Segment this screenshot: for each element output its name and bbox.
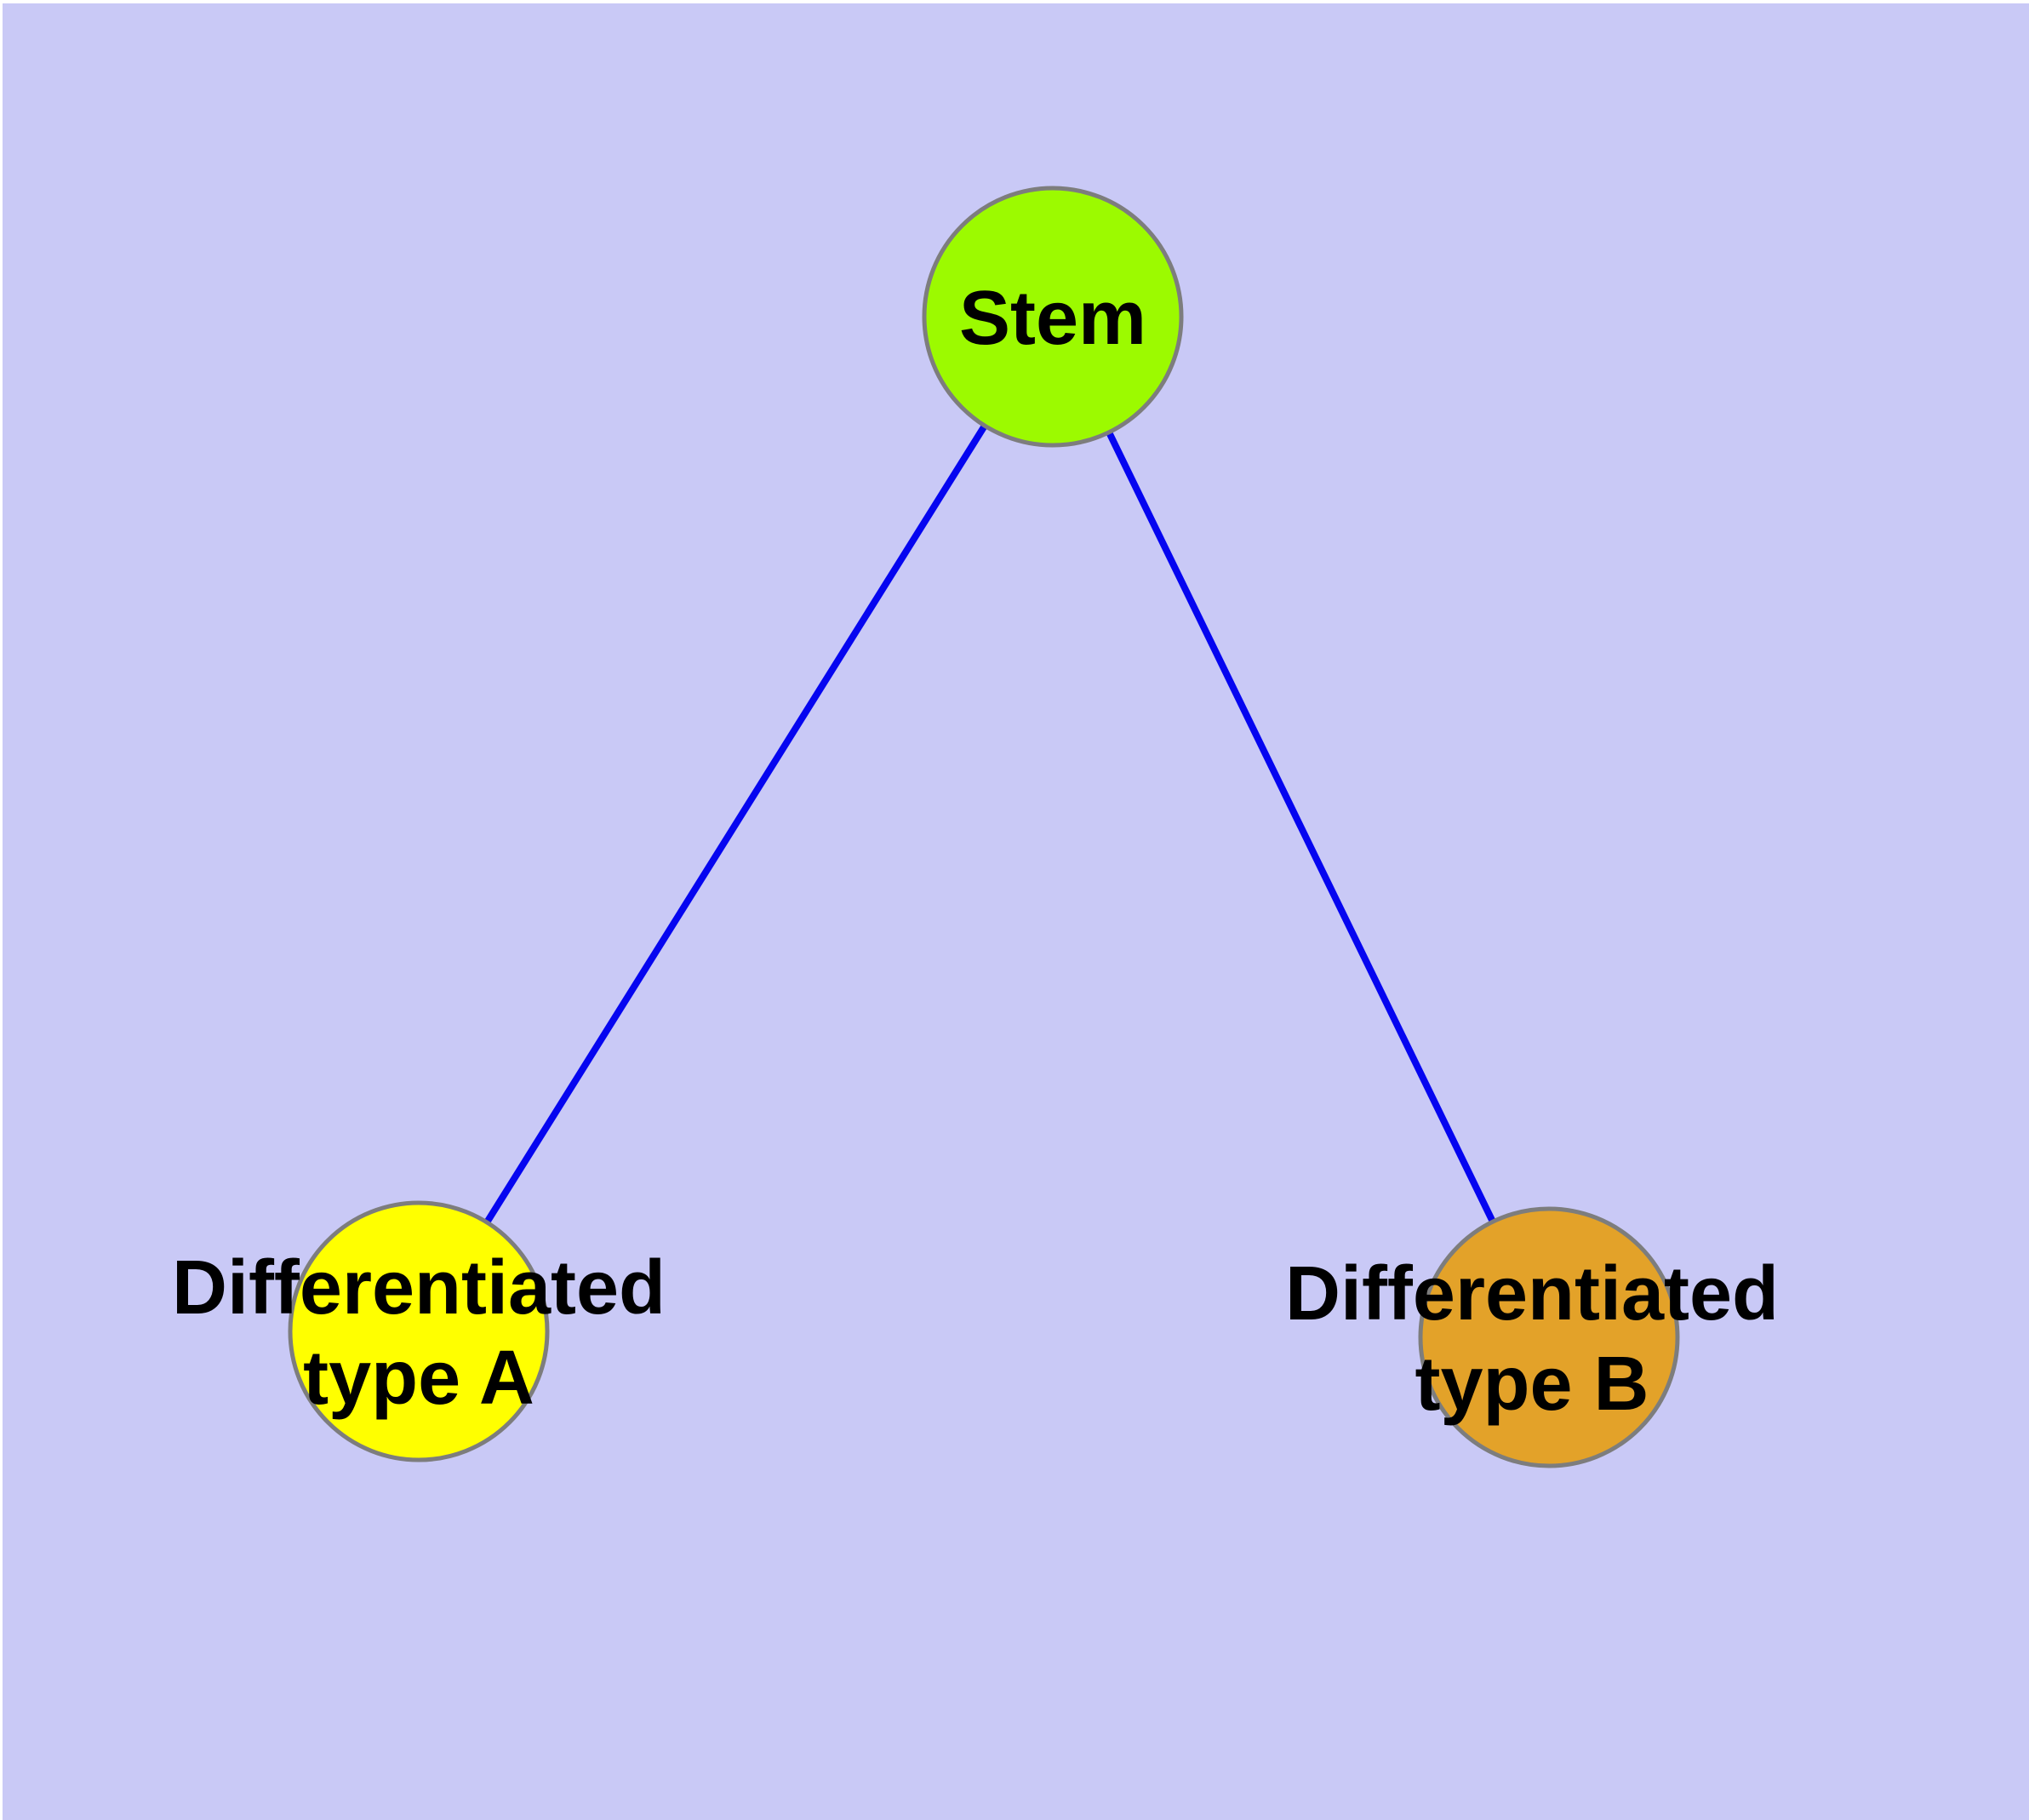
node-label-line: Differentiated (1285, 1251, 1779, 1336)
node-label-line: type B (1415, 1342, 1649, 1427)
node-label-line: Differentiated (172, 1245, 666, 1331)
node-differentiated-type-a (288, 1200, 550, 1462)
node-differentiated-type-b (1418, 1206, 1680, 1468)
edge-stem-differentiated-type-a (415, 314, 1056, 1334)
node-label-line: Stem (959, 276, 1146, 361)
node-label-line: type A (303, 1336, 534, 1421)
node-label-stem: Stem (959, 276, 1146, 361)
node-stem (922, 186, 1184, 448)
edge-stem-differentiated-type-b (1049, 315, 1552, 1339)
